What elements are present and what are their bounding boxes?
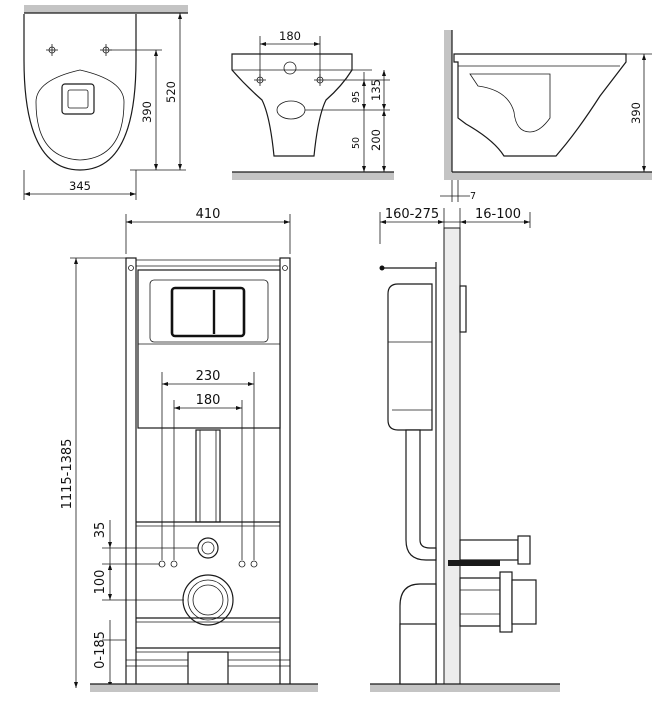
dim-frame-230: 230 — [196, 369, 221, 384]
bowl-front-outline — [231, 53, 353, 157]
dim-side-depth-left: 160-275 — [385, 207, 439, 222]
dim-wall-gap: 7 — [470, 191, 476, 202]
wall-section — [443, 227, 461, 687]
frame-right-upright — [279, 257, 291, 687]
flush-inlet — [197, 537, 219, 559]
dim-front-135: 135 — [369, 79, 383, 101]
cistern-side — [387, 283, 433, 431]
flush-plate-side — [459, 285, 467, 333]
wall-hatch-side — [444, 30, 452, 172]
dim-side-height: 390 — [629, 102, 643, 124]
front-outlet — [276, 100, 306, 120]
frame-side-view: 160-275 16-100 — [370, 207, 560, 692]
dim-front-50: 50 — [351, 137, 362, 149]
waste-connector — [459, 577, 501, 627]
floor-hatch-side-frame — [370, 684, 560, 692]
dim-front-200: 200 — [369, 129, 383, 151]
frame-left-upright — [125, 257, 137, 687]
stud-2 — [170, 560, 178, 568]
dim-bowl-inner: 390 — [140, 101, 154, 123]
flush-plate — [170, 286, 246, 338]
stud-4 — [250, 560, 258, 568]
dim-frame-height: 1115-1385 — [60, 439, 75, 510]
waste-connector-end — [511, 579, 537, 625]
bowl-side-outline — [453, 53, 627, 157]
floor-hatch-front — [232, 172, 394, 180]
dim-bowl-width: 345 — [69, 179, 91, 193]
bowl-top-view: 345 390 520 — [23, 5, 188, 200]
dim-frame-100: 100 — [93, 570, 108, 595]
dim-bowl-length: 520 — [164, 81, 178, 103]
bowl-side-trap — [469, 73, 551, 133]
drain-pipe-front — [187, 651, 229, 687]
floor-hatch-frame — [90, 684, 318, 692]
bowl-rim — [35, 69, 125, 161]
flush-connector — [459, 539, 519, 561]
bowl-front-view: 180 95 135 200 50 — [231, 29, 394, 180]
front-hole-center — [283, 61, 297, 75]
floor-hatch-side — [444, 172, 652, 180]
flush-pipe-side — [405, 429, 437, 561]
bowl-side-view: 390 7 — [440, 30, 652, 202]
bowl-outline — [23, 14, 137, 171]
dim-frame-35: 35 — [93, 522, 108, 539]
gasket-strip — [448, 560, 500, 566]
dim-frame-0-185: 0-185 — [93, 631, 108, 669]
bowl-drain — [61, 83, 95, 115]
dim-frame-width: 410 — [196, 207, 221, 222]
frame-front-view: 410 — [60, 207, 318, 692]
stud-3 — [238, 560, 246, 568]
dim-front-95: 95 — [351, 91, 362, 103]
dim-front-holes: 180 — [279, 29, 301, 43]
wall-hatch-top — [24, 5, 188, 13]
dim-side-depth-right: 16-100 — [475, 207, 521, 222]
drain-pipe-side — [399, 623, 437, 685]
dim-frame-180: 180 — [196, 393, 221, 408]
